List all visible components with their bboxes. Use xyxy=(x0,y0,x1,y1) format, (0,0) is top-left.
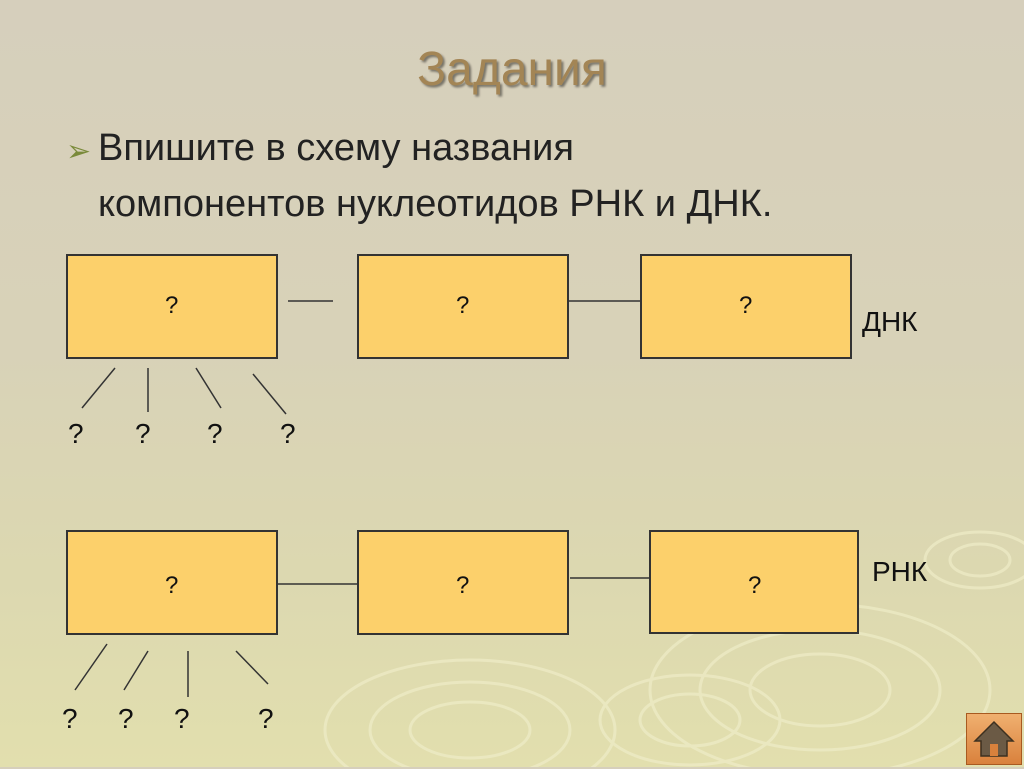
rna-box-1-label: ? xyxy=(165,572,179,599)
rna-branch-4 xyxy=(235,650,269,685)
rna-box-1: ? xyxy=(66,530,278,635)
rna-branch-1 xyxy=(74,643,108,691)
rna-label: РНК xyxy=(872,556,928,587)
dna-box-1-label: ? xyxy=(165,292,179,319)
bullet-arrow-icon: ➢ xyxy=(66,135,92,168)
home-icon xyxy=(973,720,1015,757)
rna-component-4: ? xyxy=(258,703,274,734)
dna-box-1: ? xyxy=(66,254,278,359)
rna-component-2: ? xyxy=(118,703,134,734)
rna-box-2: ? xyxy=(357,530,569,635)
rna-component-1: ? xyxy=(62,703,78,734)
task-line-2: компонентов нуклеотидов РНК и ДНК. xyxy=(98,183,773,225)
dna-component-3: ? xyxy=(207,418,223,449)
task-line-1: Впишите в схему названия xyxy=(98,127,574,169)
dna-component-2: ? xyxy=(135,418,151,449)
rna-box-3-label: ? xyxy=(748,572,762,599)
slide-title: Задания xyxy=(417,43,607,96)
dna-component-1: ? xyxy=(68,418,84,449)
task-text: Впишите в схему названия компонентов нук… xyxy=(98,120,958,232)
rna-box-3: ? xyxy=(649,530,859,634)
dna-box-3-label: ? xyxy=(739,292,753,319)
home-button[interactable] xyxy=(966,713,1022,765)
dna-component-4: ? xyxy=(280,418,296,449)
dna-box-2-label: ? xyxy=(456,292,470,319)
dna-box-2: ? xyxy=(357,254,569,359)
rna-branch-2 xyxy=(123,650,149,691)
dna-branch-3 xyxy=(195,367,222,409)
rna-component-3: ? xyxy=(174,703,190,734)
dna-branch-4 xyxy=(252,373,287,415)
rna-box-2-label: ? xyxy=(456,572,470,599)
dna-box-3: ? xyxy=(640,254,852,359)
dna-label: ДНК xyxy=(862,306,918,337)
dna-branch-1 xyxy=(81,367,116,409)
